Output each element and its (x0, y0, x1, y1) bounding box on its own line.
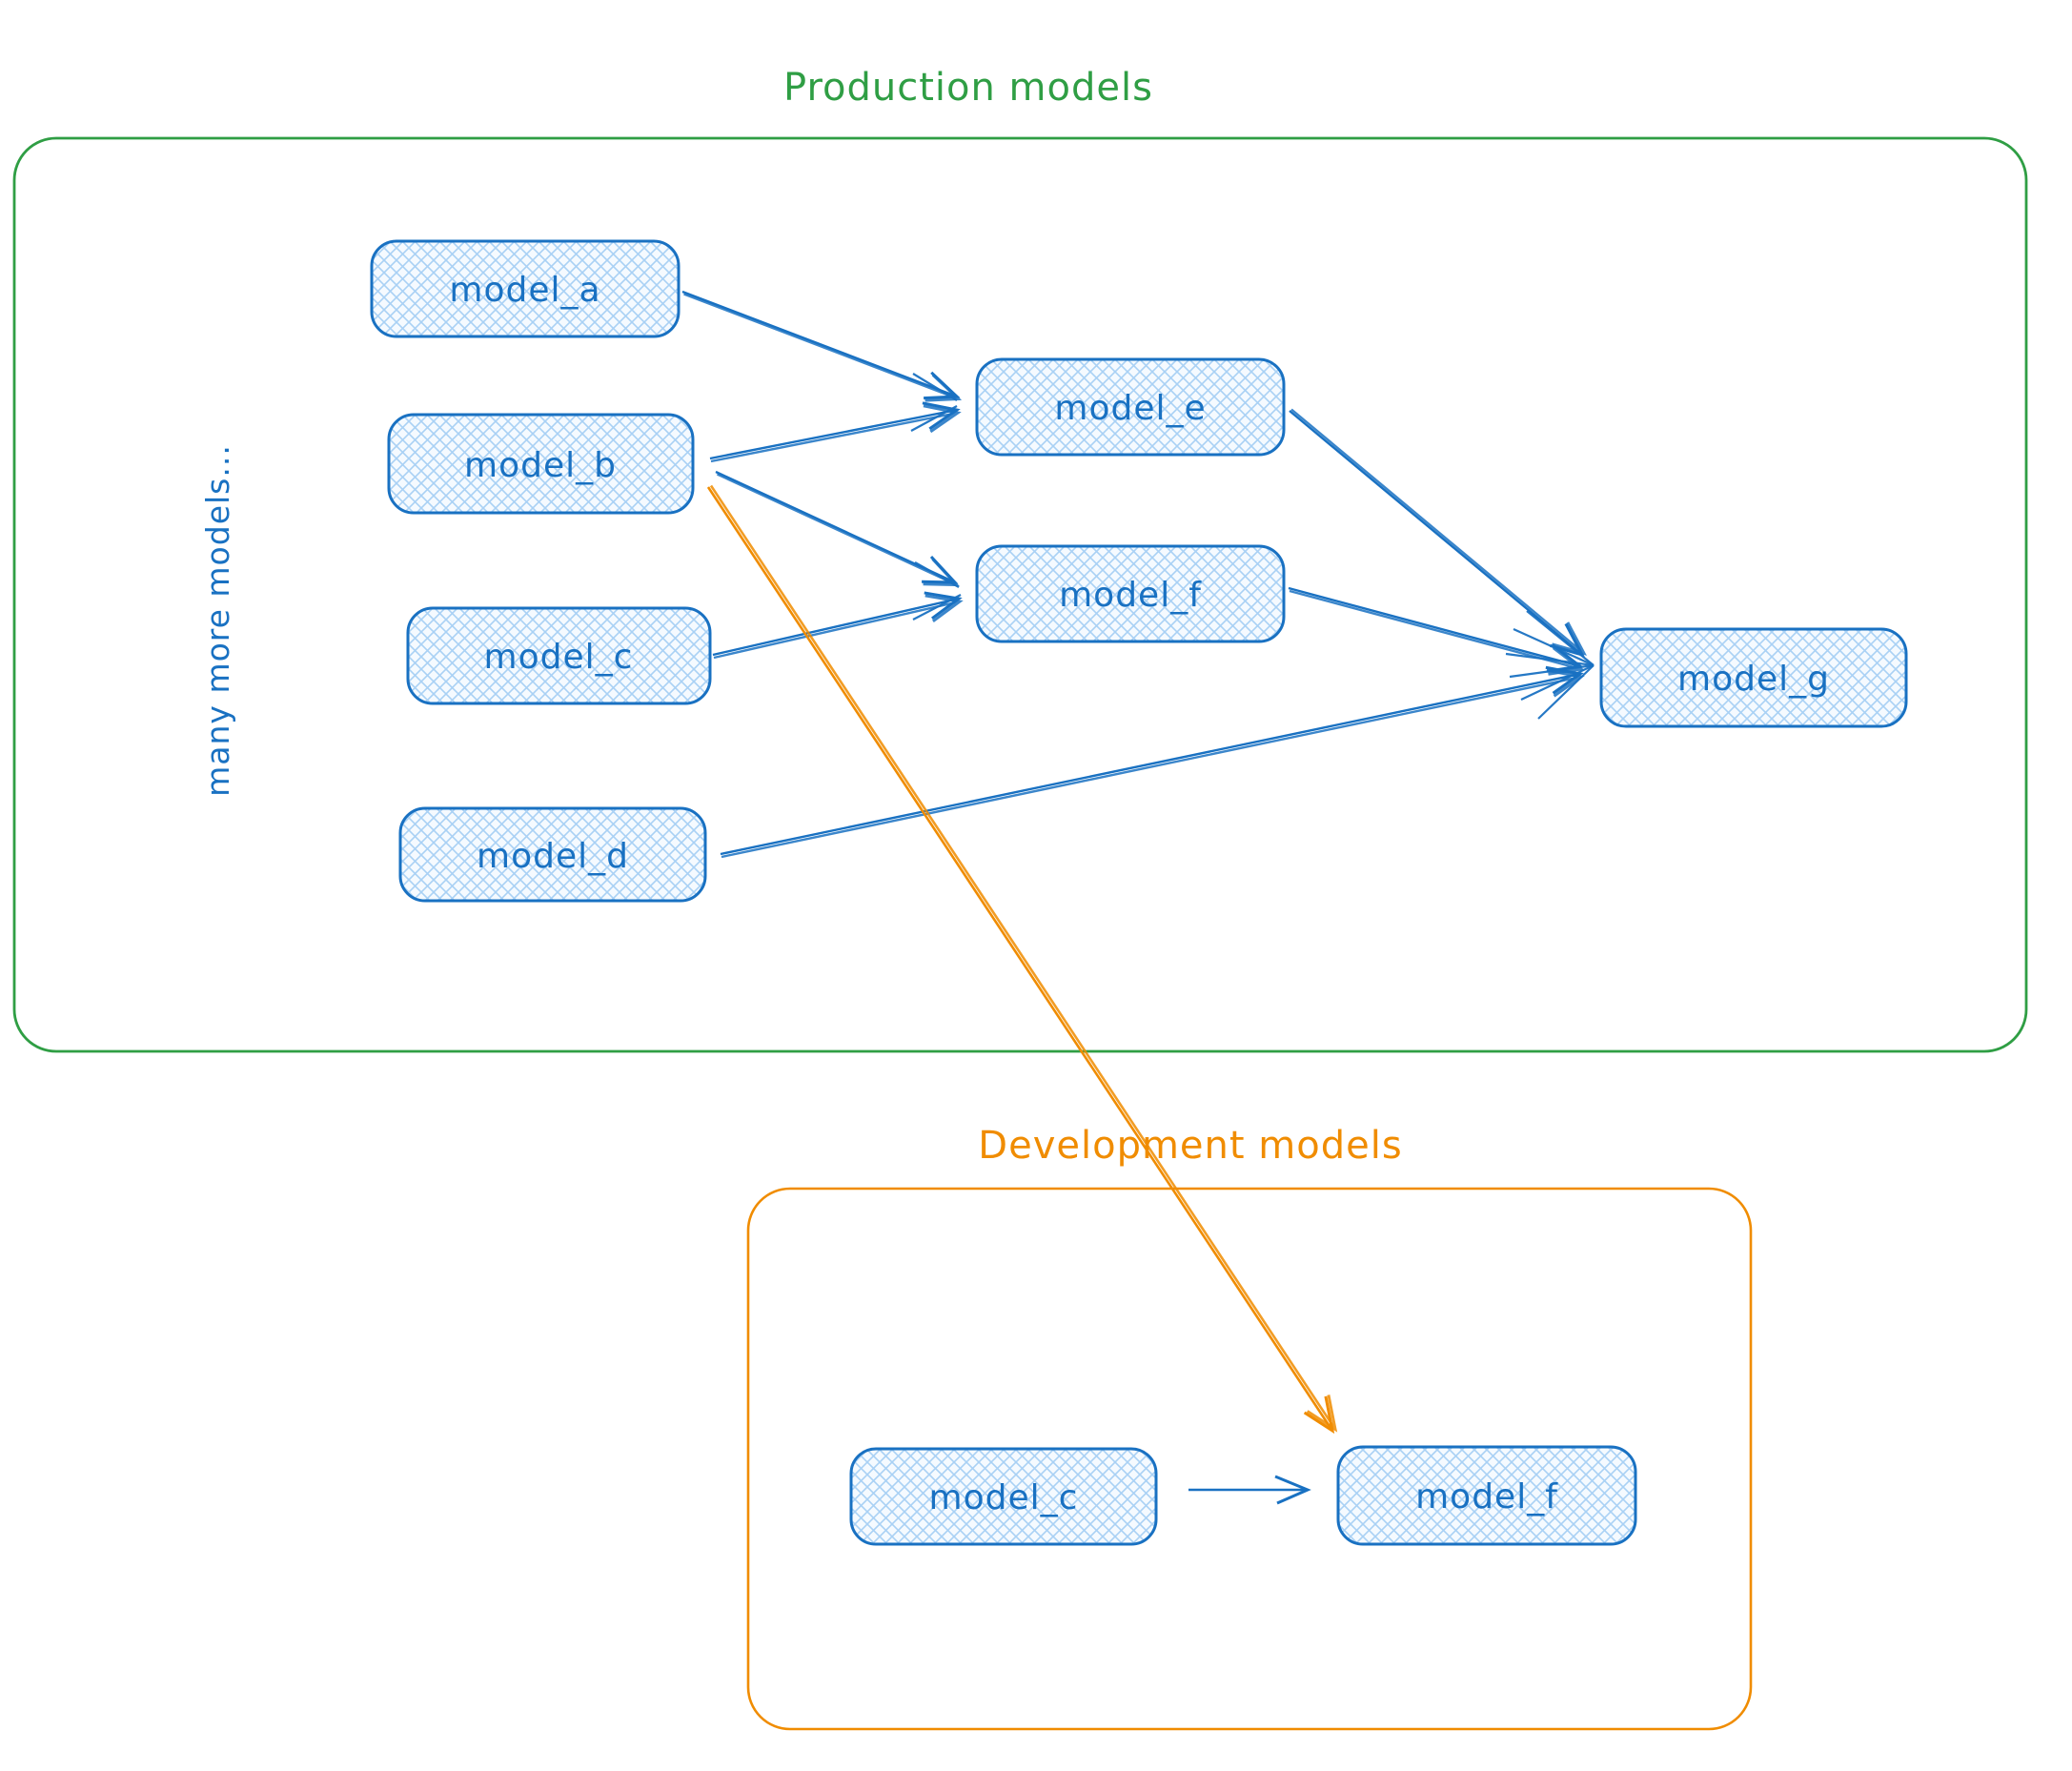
node-label: model_f (1415, 1477, 1558, 1517)
edge-echo (714, 601, 960, 658)
node-dev-model-c[interactable]: model_c (849, 1447, 1158, 1546)
edge-model-c-to-model-f[interactable] (712, 591, 963, 657)
node-prod-model-g[interactable]: model_g (1599, 627, 1908, 728)
edge-model-b-to-model-f[interactable] (715, 470, 959, 584)
node-prod-model-f[interactable]: model_f (975, 544, 1286, 643)
node-box (387, 413, 695, 515)
production-group-title[interactable]: Production models (783, 66, 1153, 110)
node-box (849, 1447, 1158, 1546)
node-box (975, 357, 1286, 457)
edge-model-f-to-model-g[interactable] (1288, 586, 1584, 673)
edge-echo (718, 475, 957, 585)
sketch-strokes-model-g (1505, 610, 1595, 720)
edge-echo (711, 413, 958, 461)
node-label: model_c (484, 638, 634, 677)
node-prod-model-e[interactable]: model_e (975, 357, 1286, 457)
node-prod-model-b[interactable]: model_b (387, 413, 695, 515)
node-prod-model-a[interactable]: model_a (370, 239, 681, 338)
node-label: model_a (449, 271, 600, 310)
node-box (398, 806, 707, 903)
edge-model-e-to-model-g[interactable] (1289, 410, 1585, 658)
many-more-models-note[interactable]: many more models... (199, 444, 236, 797)
node-box (975, 544, 1286, 643)
node-box (406, 606, 712, 705)
edge-echo (684, 295, 959, 399)
sketch-strokes-model-f (912, 561, 962, 621)
node-dev-model-f[interactable]: model_f (1336, 1445, 1637, 1546)
node-label: model_e (1054, 389, 1206, 428)
edge-model-b-to-model-e[interactable] (709, 401, 961, 460)
edges-layer (681, 290, 1595, 1505)
development-group-box[interactable] (746, 1187, 1753, 1731)
node-prod-model-c[interactable]: model_c (406, 606, 712, 705)
edge-model-d-to-model-g[interactable] (720, 665, 1584, 856)
node-box (1599, 627, 1908, 728)
node-label: model_d (477, 837, 629, 876)
node-label: model_c (929, 1478, 1079, 1517)
edge-model-b-to-dev-model-f[interactable] (706, 486, 1335, 1435)
node-label: model_g (1677, 660, 1830, 699)
node-prod-model-d[interactable]: model_d (398, 806, 707, 903)
edge-echo (1291, 410, 1584, 654)
development-group-title[interactable]: Development models (978, 1124, 1402, 1168)
node-label: model_b (464, 446, 617, 485)
node-box (1336, 1445, 1637, 1546)
edge-model-a-to-model-e[interactable] (681, 290, 961, 400)
node-box (370, 239, 681, 338)
production-group-box[interactable] (12, 136, 2028, 1053)
sketch-strokes-model-e (910, 373, 958, 432)
node-label: model_f (1059, 576, 1202, 615)
